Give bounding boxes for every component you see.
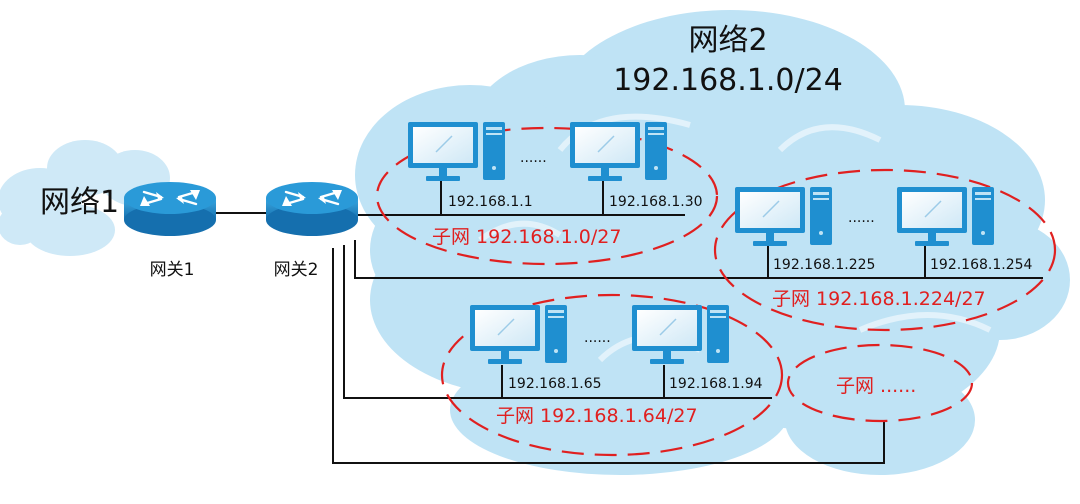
subnet-2-ellipsis: ...... xyxy=(848,210,875,226)
subnet-1-ellipsis: ...... xyxy=(520,150,547,166)
subnet-3-host-last: 192.168.1.94 xyxy=(669,376,763,392)
subnet-4-boundary xyxy=(786,343,974,423)
subnet-3-ellipsis: ...... xyxy=(584,330,611,346)
subnet-1-host-last: 192.168.1.30 xyxy=(609,194,703,210)
subnet-1: ...... 192.168.1.1 192.168.1.30 子网 192.1… xyxy=(375,121,719,266)
subnet-1-label: 子网 192.168.1.0/27 xyxy=(432,226,621,248)
subnet-2-boundary xyxy=(713,168,1057,332)
gateway2-router-icon xyxy=(264,180,360,238)
subnet-1-host-first: 192.168.1.1 xyxy=(448,194,533,210)
subnet-3-host-first: 192.168.1.65 xyxy=(508,376,602,392)
network1-label: 网络1 xyxy=(40,185,119,220)
subnet-2: ...... 192.168.1.225 192.168.1.254 子网 19… xyxy=(713,168,1057,332)
subnet-2-host-first: 192.168.1.225 xyxy=(773,257,875,273)
subnet-3-label: 子网 192.168.1.64/27 xyxy=(496,405,698,427)
network1-cloud xyxy=(0,140,170,256)
network2-cidr: 192.168.1.0/24 xyxy=(613,63,843,98)
subnet-2-label: 子网 192.168.1.224/27 xyxy=(772,288,986,310)
links xyxy=(212,180,1043,464)
subnet-3-boundary xyxy=(440,293,784,457)
network2-label: 网络2 xyxy=(688,23,767,58)
subnet-1-boundary xyxy=(375,126,719,266)
gateway2-label: 网关2 xyxy=(274,260,319,280)
subnet-3: ...... 192.168.1.65 192.168.1.94 子网 192.… xyxy=(440,293,784,457)
subnet-4-label: 子网 ...... xyxy=(836,375,916,397)
gateway1-router-icon xyxy=(122,180,218,238)
subnet-2-host-last: 192.168.1.254 xyxy=(930,257,1033,273)
subnet-4: 子网 ...... xyxy=(786,343,974,423)
gateway1-label: 网关1 xyxy=(150,260,195,280)
